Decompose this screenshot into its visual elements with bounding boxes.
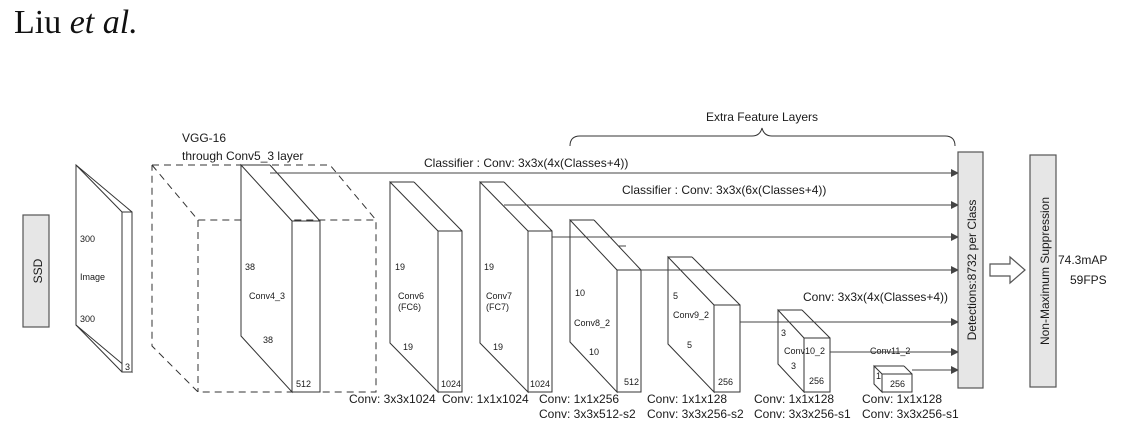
detections-label: Detections:8732 per Class (965, 200, 979, 341)
conv7-sub: (FC7) (486, 302, 509, 312)
conv6-block: 19 Conv6 (FC6) 19 1024 (389, 180, 463, 394)
conv11-2-name: Conv11_2 (870, 346, 910, 356)
conv4-3-name: Conv4_3 (249, 291, 285, 301)
bottom-conv11-label-b: Conv: 3x3x256-s1 (862, 407, 959, 421)
conv11-2-size: 1 (876, 371, 881, 381)
bottom-conv9-label-b: Conv: 3x3x256-s2 (647, 407, 744, 421)
vgg-subtitle: through Conv5_3 layer (182, 149, 303, 163)
conv7-size: 19 (484, 262, 494, 272)
extra-layers-title: Extra Feature Layers (706, 110, 818, 124)
conv6-sub: (FC6) (398, 302, 421, 312)
conv11-2-block: 1 256 Conv11_2 (870, 346, 913, 394)
conv7-name: Conv7 (486, 291, 512, 301)
conv6-depth: 1024 (441, 379, 461, 389)
bottom-conv10-label-a: Conv: 1x1x128 (754, 392, 834, 406)
classifier-label-3: Conv: 3x3x(4x(Classes+4)) (803, 290, 948, 304)
image-name: Image (80, 272, 105, 282)
conv8-2-size2: 10 (589, 347, 599, 357)
conv4-3-size2: 38 (263, 335, 273, 345)
bottom-conv6-label: Conv: 3x3x1024 (349, 392, 436, 406)
hollow-arrow-icon (989, 255, 1026, 285)
conv9-2-name: Conv9_2 (673, 310, 709, 320)
conv8-2-size: 10 (575, 288, 585, 298)
bottom-conv8-label-b: Conv: 3x3x512-s2 (539, 407, 636, 421)
classifier-label-2: Classifier : Conv: 3x3x(6x(Classes+4)) (622, 183, 826, 197)
conv6-size2: 19 (403, 342, 413, 352)
author-line: Liu et al. (14, 4, 138, 42)
image-top-size: 300 (80, 234, 95, 244)
conv9-2-block: 5 Conv9_2 5 256 (667, 255, 741, 394)
author-name: Liu (14, 4, 62, 41)
ssd-box (22, 214, 50, 328)
conv4-3-block: 38 Conv4_3 38 512 (240, 163, 321, 394)
conv4-3-depth: 512 (296, 379, 311, 389)
bottom-conv10-label-b: Conv: 3x3x256-s1 (754, 407, 851, 421)
ssd-label: SSD (31, 258, 45, 283)
vgg-dashed-box (151, 164, 377, 393)
conv7-depth: 1024 (530, 379, 550, 389)
conv9-2-size: 5 (673, 291, 678, 301)
conv7-size2: 19 (493, 342, 503, 352)
extra-layers-brace (569, 127, 956, 147)
conv10-2-depth: 256 (809, 376, 824, 386)
bottom-conv8-label-a: Conv: 1x1x256 (539, 392, 619, 406)
conv10-2-block: 3 Conv10_2 3 256 (777, 308, 831, 394)
bottom-conv9-label-a: Conv: 1x1x128 (647, 392, 727, 406)
conv8-2-block: 10 Conv8_2 10 512 (569, 218, 642, 394)
result-map: 74.3mAP (1058, 253, 1107, 267)
conv11-2-depth: 256 (890, 379, 905, 389)
conv10-2-size2: 3 (791, 361, 796, 371)
classifier-arrows (270, 169, 959, 374)
conv9-2-depth: 256 (718, 377, 733, 387)
image-bottom-size: 300 (80, 314, 95, 324)
bottom-conv7-label: Conv: 1x1x1024 (442, 392, 529, 406)
conv6-name: Conv6 (398, 291, 424, 301)
bottom-conv11-label-a: Conv: 1x1x128 (862, 392, 942, 406)
vgg-title: VGG-16 (182, 131, 226, 145)
image-depth: 3 (125, 362, 130, 372)
classifier-label-1: Classifier : Conv: 3x3x(4x(Classes+4)) (424, 156, 628, 170)
bottom-labels: Conv: 3x3x1024 Conv: 1x1x1024 Conv: 1x1x… (349, 392, 959, 421)
image-block: 300 Image 300 3 (75, 163, 133, 374)
author-etal: et al. (69, 4, 138, 41)
conv4-3-size: 38 (245, 262, 255, 272)
conv8-2-name: Conv8_2 (574, 318, 610, 328)
conv10-2-name: Conv10_2 (784, 346, 825, 356)
detections-box (957, 151, 984, 389)
nms-label: Non-Maximum Suppression (1038, 197, 1052, 345)
conv9-2-size2: 5 (687, 340, 692, 350)
conv6-size: 19 (395, 262, 405, 272)
result-fps: 59FPS (1070, 273, 1107, 287)
conv8-2-depth: 512 (624, 377, 639, 387)
conv7-block: 19 Conv7 (FC7) 19 1024 (479, 180, 553, 394)
conv10-2-size: 3 (781, 328, 786, 338)
nms-box (1029, 154, 1057, 388)
